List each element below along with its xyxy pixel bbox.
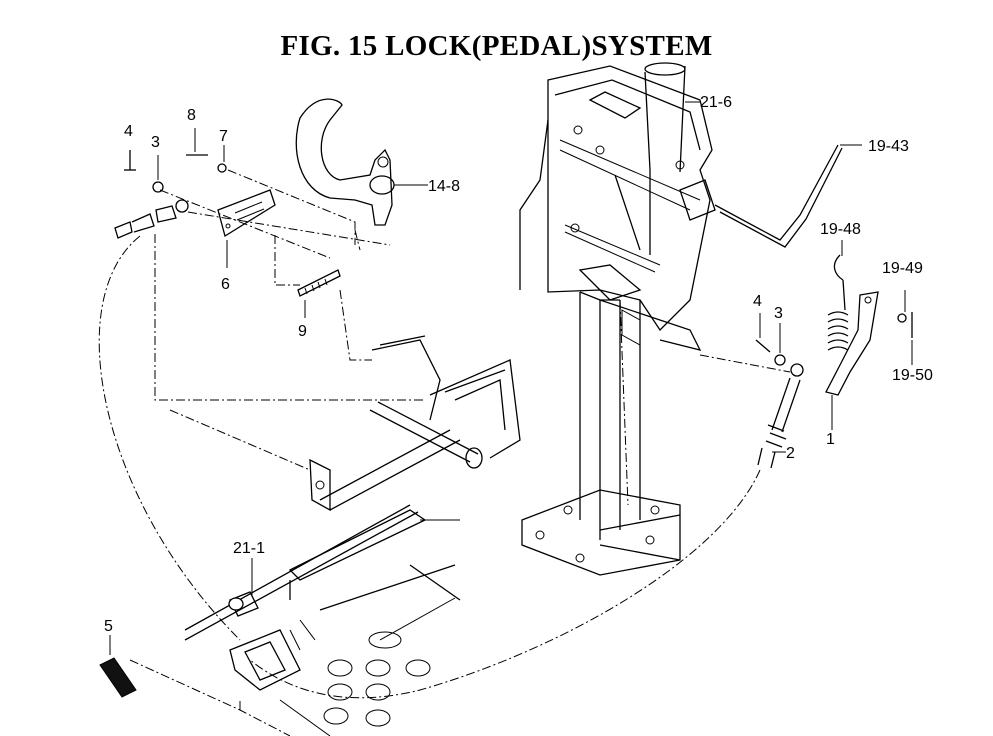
label-19-43: 19-43 [868, 138, 909, 155]
grip-5 [99, 657, 137, 698]
washer-7 [217, 163, 227, 173]
shaft-assembly [309, 335, 521, 512]
pedal-arm-14-8 [295, 98, 425, 226]
label-9: 9 [298, 323, 307, 340]
label-8: 8 [187, 107, 196, 124]
lever-1 [825, 291, 879, 396]
washer-3-right [774, 354, 786, 366]
label-3-right: 3 [774, 305, 783, 322]
label-14-8: 14-8 [428, 178, 460, 195]
label-3-left: 3 [151, 134, 160, 151]
footboard-platform [184, 504, 461, 736]
label-5: 5 [104, 618, 113, 635]
shaft-9 [297, 269, 341, 318]
label-6: 6 [221, 276, 230, 293]
label-1: 1 [826, 431, 835, 448]
washer-3-left [152, 181, 164, 193]
cable-end-2 [757, 363, 804, 469]
figure-title: FIG. 15 LOCK(PEDAL)SYSTEM [280, 30, 713, 62]
label-19-50: 19-50 [892, 367, 933, 384]
rod-19-43 [714, 144, 843, 248]
left-cable-end [114, 199, 189, 239]
label-21-1: 21-1 [233, 540, 265, 557]
washer-19-49 [897, 313, 907, 323]
bracket-6 [217, 189, 276, 268]
label-4-left: 4 [124, 123, 133, 140]
label-21-6: 21-6 [700, 94, 732, 111]
label-2: 2 [786, 445, 795, 462]
part-labels: 4 3 8 7 14-8 6 9 21-6 19-43 19-48 19-49 … [104, 94, 933, 635]
pedal-frame-assembly [519, 62, 716, 576]
bolt-4-right [755, 339, 771, 353]
label-7: 7 [219, 128, 228, 145]
spring-19-48 [827, 240, 849, 351]
label-4-right: 4 [753, 293, 762, 310]
label-19-49: 19-49 [882, 260, 923, 277]
bushing-21-1 [228, 597, 244, 611]
label-19-48: 19-48 [820, 221, 861, 238]
